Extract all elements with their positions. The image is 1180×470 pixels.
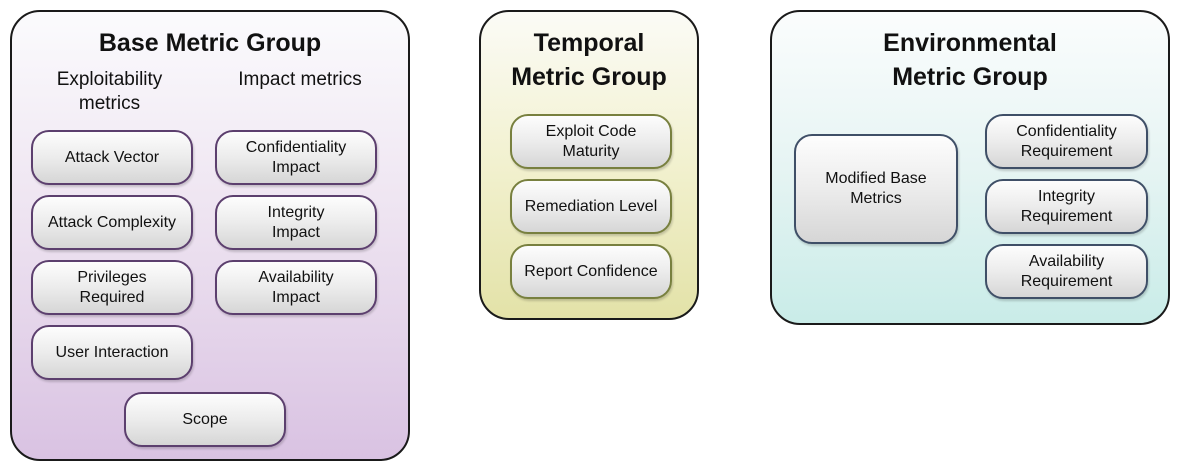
user-interaction-box: User Interaction xyxy=(31,325,193,380)
attack-vector-box: Attack Vector xyxy=(31,130,193,185)
exploit-code-maturity-box: Exploit Code Maturity xyxy=(510,114,672,169)
scope-box: Scope xyxy=(124,392,286,447)
impact-heading: Impact metrics xyxy=(238,69,362,90)
integrity-impact-box: Integrity Impact xyxy=(215,195,377,250)
environmental-group-title: Environmental Metric Group xyxy=(883,29,1057,91)
temporal-metric-group: Temporal Metric Group Exploit Code Matur… xyxy=(479,10,699,320)
availability-impact-box: Availability Impact xyxy=(215,260,377,315)
modified-base-metrics-box: Modified Base Metrics xyxy=(794,134,958,244)
base-metric-group: Base Metric Group Exploitability metrics… xyxy=(10,10,410,461)
confidentiality-requirement-box: Confidentiality Requirement xyxy=(985,114,1148,169)
confidentiality-impact-box: Confidentiality Impact xyxy=(215,130,377,185)
base-group-title: Base Metric Group xyxy=(98,29,322,57)
attack-complexity-box: Attack Complexity xyxy=(31,195,193,250)
availability-requirement-box: Availability Requirement xyxy=(985,244,1148,299)
temporal-group-title: Temporal Metric Group xyxy=(511,29,667,91)
exploitability-heading: Exploitability metrics xyxy=(56,69,163,114)
integrity-requirement-box: Integrity Requirement xyxy=(985,179,1148,234)
privileges-required-box: Privileges Required xyxy=(31,260,193,315)
environmental-metric-group: Environmental Metric Group Modified Base… xyxy=(770,10,1170,325)
report-confidence-box: Report Confidence xyxy=(510,244,672,299)
remediation-level-box: Remediation Level xyxy=(510,179,672,234)
